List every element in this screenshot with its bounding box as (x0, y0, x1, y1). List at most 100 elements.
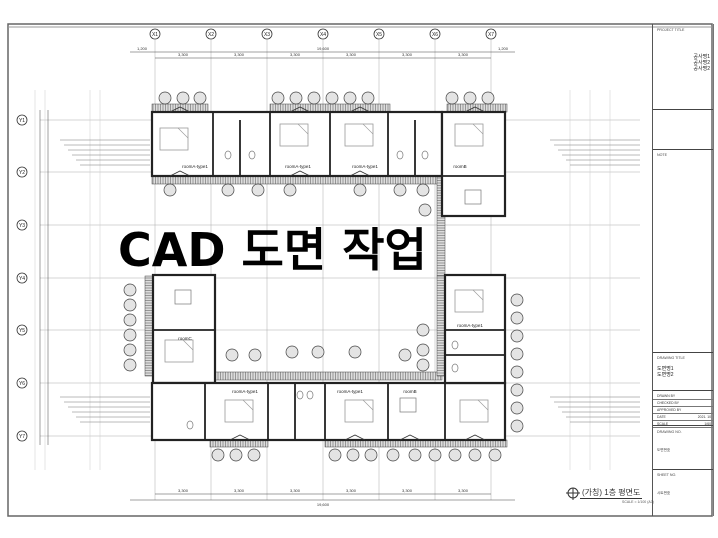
drawing-no-section: DRAWING NO. 도면번호 (653, 426, 713, 470)
sheet-no-label: SHEET NO. (657, 473, 677, 477)
toilet (296, 390, 304, 400)
dimension-overhang: 1,200 (498, 46, 509, 51)
project-name: 공사명2 (693, 60, 710, 66)
equipment-tag (393, 183, 407, 197)
equipment-tag (176, 91, 190, 105)
scale-label: SCALE (657, 422, 669, 426)
scale-value: 1/60 (704, 422, 711, 426)
drawing-no-label: DRAWING NO. (657, 430, 682, 434)
grid-label-y: Y2 (19, 170, 25, 176)
sheet-no-section: SHEET NO. 시트번호 (653, 469, 713, 516)
building-plan (60, 91, 640, 462)
bed-fold (182, 339, 194, 351)
toilet (421, 150, 429, 160)
grid-bubble (429, 28, 441, 40)
window (349, 170, 371, 177)
equipment-tag (428, 448, 442, 462)
equipment-tag (221, 183, 235, 197)
grid-bubble (16, 430, 28, 442)
toilet (396, 150, 404, 160)
equipment-tag (163, 183, 177, 197)
window (289, 170, 311, 177)
toilet (306, 390, 314, 400)
dimension-span: 3,300 (402, 488, 413, 493)
grid-label-y: Y1 (19, 118, 25, 124)
window (464, 434, 486, 441)
equipment-tag (510, 347, 524, 361)
equipment-tag (123, 313, 137, 327)
grid-label-x: X1 (152, 32, 158, 38)
title-block: PROJECT TITLE 공사명1 공사명2 공사명2 NOTE DRAWIN… (652, 24, 714, 516)
dimension-span: 3,300 (346, 488, 357, 493)
drawing-no-value: 도면번호 (657, 448, 671, 452)
equipment-tag (510, 293, 524, 307)
equipment-tag (229, 448, 243, 462)
bed (454, 123, 484, 147)
balcony (151, 103, 209, 113)
grid-label-x: X6 (432, 32, 438, 38)
note-label: NOTE (657, 153, 667, 157)
room-label: roomA-type1 (352, 164, 378, 169)
drawing-title-section: DRAWING TITLE 도면명1 도면명2 (653, 352, 713, 391)
window (169, 106, 191, 113)
window (229, 434, 251, 441)
equipment-tag (364, 448, 378, 462)
bed (344, 123, 374, 147)
equipment-tag (416, 343, 430, 357)
equipment-tag (468, 448, 482, 462)
grid-bubble (16, 272, 28, 284)
dimension-overall: 19,600 (317, 46, 330, 51)
dimension-span: 3,300 (234, 488, 245, 493)
bed (279, 123, 309, 147)
grid-bubble (16, 377, 28, 389)
equipment-tag (225, 348, 239, 362)
table (174, 289, 192, 305)
grid-bubble (373, 28, 385, 40)
project-name: 공사명1 (693, 54, 710, 60)
corridor (211, 371, 443, 381)
section-marker-icon (566, 487, 580, 500)
toilet (248, 150, 256, 160)
equipment-tag (158, 91, 172, 105)
equipment-tag (123, 298, 137, 312)
equipment-tag (510, 329, 524, 343)
date-value: 2021. 10 (697, 415, 711, 419)
bed-fold (472, 289, 484, 301)
balcony (269, 103, 391, 113)
toilet (451, 340, 459, 350)
equipment-tag (361, 91, 375, 105)
drawing-scale: SCALE = 1/100 (A3) (622, 500, 654, 504)
bed (454, 289, 484, 313)
drawn-by-label: DRAWN BY (657, 394, 676, 398)
toilet (451, 363, 459, 373)
equipment-tag (211, 448, 225, 462)
equipment-tag (445, 91, 459, 105)
room-label: roomC (178, 336, 192, 341)
equipment-tag (418, 203, 432, 217)
toilet (224, 150, 232, 160)
dimension-span: 3,300 (458, 488, 469, 493)
grid-bubble (317, 28, 329, 40)
equipment-tag (123, 283, 137, 297)
equipment-tag (123, 358, 137, 372)
bed (459, 399, 489, 423)
equipment-tag (285, 345, 299, 359)
equipment-tag (311, 345, 325, 359)
bed (159, 127, 189, 151)
bed (224, 399, 254, 423)
window (289, 106, 311, 113)
dimension-overall: 19,600 (317, 502, 330, 507)
date-label: DATE (657, 415, 666, 419)
bed-fold (472, 123, 484, 135)
grid-label-y: Y7 (19, 434, 25, 440)
equipment-tag (481, 91, 495, 105)
project-name: 공사명2 (693, 66, 710, 72)
sheet-no-value: 시트번호 (657, 491, 671, 495)
equipment-tag (346, 448, 360, 462)
grid-label-y: Y5 (19, 328, 25, 334)
equipment-tag (488, 448, 502, 462)
